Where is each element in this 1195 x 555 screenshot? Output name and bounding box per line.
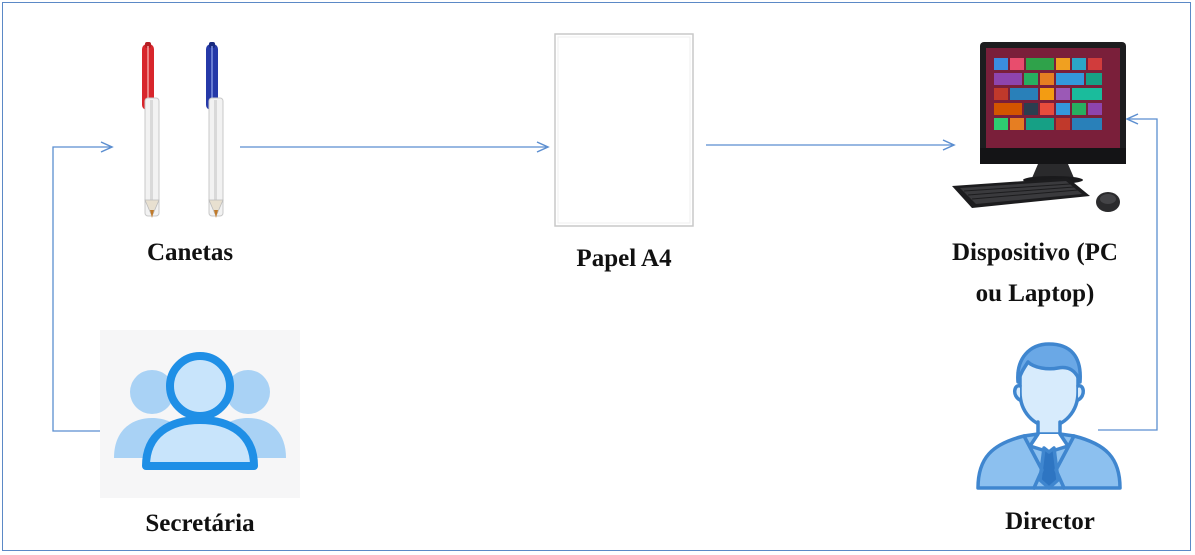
users-group-icon: [100, 330, 300, 498]
pens-icon: [128, 38, 238, 220]
paper-sheet-icon: [554, 33, 694, 227]
device-label-line1: Dispositivo (PC: [890, 236, 1180, 270]
director-node: [972, 340, 1126, 490]
desktop-computer-icon: [950, 40, 1128, 220]
blue-pen-icon: [206, 42, 223, 218]
red-pen-icon: [142, 42, 159, 218]
businessman-icon: [972, 340, 1126, 490]
secretary-node: [100, 330, 300, 498]
device-node: [950, 40, 1128, 220]
director-label: Director: [960, 505, 1140, 539]
paper-label: Papel A4: [534, 242, 714, 276]
device-label-line2: ou Laptop): [890, 277, 1180, 311]
pens-node: [128, 38, 238, 220]
pens-label: Canetas: [100, 236, 280, 270]
secretary-label: Secretária: [100, 507, 300, 541]
paper-node: [554, 33, 694, 227]
